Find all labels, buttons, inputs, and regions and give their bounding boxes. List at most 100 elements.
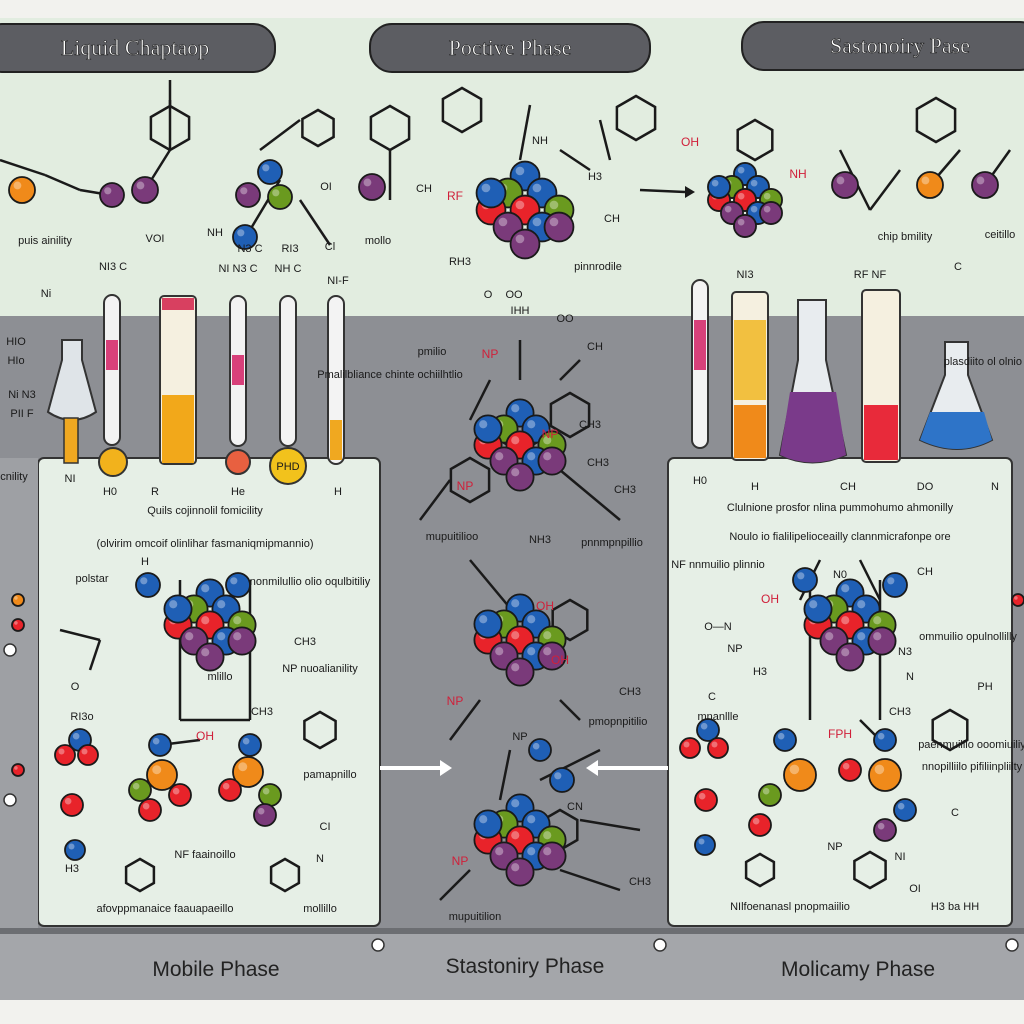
purple-atom: [759, 201, 783, 225]
chem-label: CH3: [889, 706, 911, 718]
blue-atom: [893, 798, 917, 822]
purple-atom: [235, 182, 261, 208]
chem-label: N: [316, 853, 324, 865]
atom-highlight: [515, 200, 525, 210]
atom-highlight: [763, 205, 771, 213]
atom-highlight: [201, 648, 210, 657]
atom-highlight: [172, 787, 180, 795]
test-tube-3: [269, 295, 307, 485]
purple-atom: [131, 176, 159, 204]
chem-label: CH: [840, 481, 856, 493]
footer-divider: [0, 928, 1024, 934]
orange-atom: [916, 171, 944, 199]
atom-highlight: [527, 615, 536, 624]
atom-highlight: [877, 732, 885, 740]
atom-highlight: [857, 632, 866, 641]
atom-highlight: [887, 577, 895, 585]
atom-highlight: [543, 452, 552, 461]
atom-highlight: [857, 600, 866, 609]
bond: [579, 818, 641, 832]
chem-label: R: [151, 486, 159, 498]
chem-label: NI3: [736, 269, 753, 281]
chem-label: CI: [320, 821, 331, 833]
atom-highlight: [527, 420, 536, 429]
chem-label: RI3: [281, 243, 298, 255]
footer-molecular-phase: Molicamy Phase: [781, 958, 935, 981]
atom-highlight: [527, 815, 536, 824]
atom-highlight: [683, 741, 690, 748]
header-label: Sastonoiry Pase: [830, 33, 970, 58]
chem-label: CH3: [579, 419, 601, 431]
erlenmeyer-flask-purple: [778, 299, 848, 464]
bond: [259, 119, 301, 151]
purple-atom: [835, 642, 865, 672]
chem-label: NI: [895, 851, 906, 863]
header-label: Poctive Phase: [449, 35, 572, 60]
atom-highlight: [515, 166, 525, 176]
blue-atom: [792, 567, 818, 593]
footer-mobile-phase: Mobile Phase: [152, 958, 279, 981]
test-tube-1: [98, 294, 128, 477]
atom-highlight: [511, 436, 520, 445]
benzene-ring: [441, 86, 483, 134]
atom-highlight: [543, 647, 552, 656]
red-atom: [218, 778, 242, 802]
atom-highlight: [874, 764, 885, 775]
atom-highlight: [217, 600, 226, 609]
benzene-ring: [303, 710, 337, 750]
chem-label: paenmuililo ooomiuiliy: [918, 739, 1024, 751]
bond: [439, 869, 471, 901]
blue-atom: [163, 594, 193, 624]
atom-highlight: [543, 436, 552, 445]
atom-highlight: [132, 782, 140, 790]
chem-label: OO: [505, 289, 523, 301]
atom-highlight: [169, 600, 178, 609]
chem-label: NI-F: [327, 275, 349, 287]
chem-label: NP: [727, 643, 742, 655]
benzene-ring: [615, 94, 657, 142]
atom-highlight: [498, 217, 508, 227]
red-atom: [1011, 593, 1024, 607]
blue-atom: [64, 839, 86, 861]
blue-atom: [473, 414, 503, 444]
bond: [298, 199, 332, 246]
chem-label: mollillo: [303, 903, 337, 915]
atom-highlight: [262, 787, 270, 795]
atom-highlight: [237, 229, 245, 237]
chem-label: NF nnmuilio plinnio: [671, 559, 765, 571]
chem-label: CH3: [619, 686, 641, 698]
atom-highlight: [527, 647, 536, 656]
blue-atom: [707, 175, 731, 199]
chem-label: C: [708, 691, 716, 703]
blue-atom: [694, 834, 716, 856]
atom-highlight: [257, 807, 265, 815]
atom-highlight: [527, 847, 536, 856]
purple-atom: [867, 626, 897, 656]
chem-label: N0: [833, 569, 847, 581]
atom-highlight: [789, 764, 800, 775]
chem-label: CH: [587, 341, 603, 353]
atom-highlight: [750, 179, 758, 187]
chem-label: PII F: [10, 408, 34, 420]
purple-atom: [505, 857, 535, 887]
atom-highlight: [842, 762, 850, 770]
chem-label: HIO: [6, 336, 26, 348]
right-panel: [667, 457, 1013, 927]
purple-atom: [733, 214, 757, 238]
atom-highlight: [201, 584, 210, 593]
blue-atom: [873, 728, 897, 752]
benzene-ring: [449, 456, 491, 504]
atom-highlight: [230, 577, 238, 585]
atom-highlight: [797, 572, 805, 580]
chem-label: OI: [909, 883, 921, 895]
benzene-ring: [915, 96, 957, 144]
atom-highlight: [511, 863, 520, 872]
atom-highlight: [1014, 596, 1018, 600]
atom-spheres: [8, 159, 1024, 887]
atom-highlight: [752, 817, 760, 825]
atom-highlight: [13, 181, 22, 190]
chem-label: H3: [65, 863, 79, 875]
orange-atom: [868, 758, 902, 792]
chem-label: OH: [761, 592, 779, 606]
